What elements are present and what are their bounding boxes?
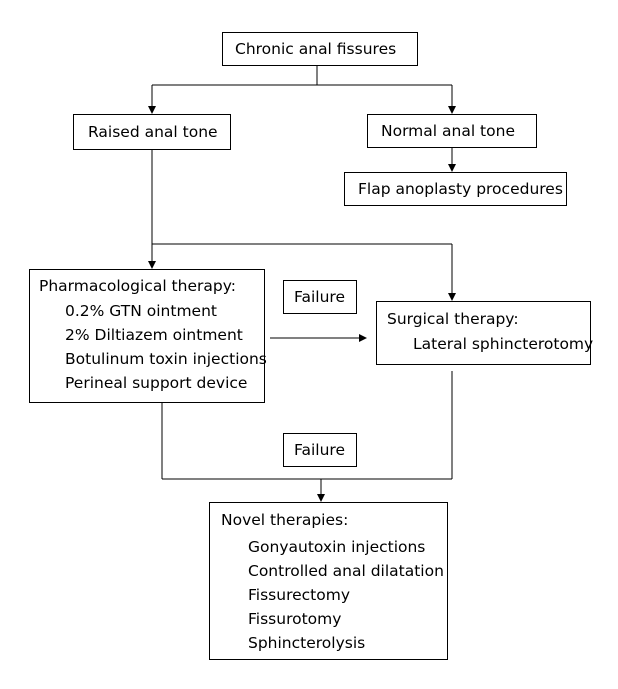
list-item: Sphincterolysis	[248, 634, 366, 652]
list-item: 0.2% GTN ointment	[65, 302, 217, 320]
node-label: Failure	[294, 288, 345, 306]
node-title: Surgical therapy:	[387, 310, 519, 328]
node-failure-1: Failure	[283, 280, 357, 314]
node-normal-anal-tone: Normal anal tone	[367, 114, 537, 148]
list-item: Gonyautoxin injections	[248, 538, 426, 556]
node-chronic-anal-fissures: Chronic anal fissures	[222, 32, 418, 66]
list-item: Perineal support device	[65, 374, 248, 392]
list-item: Botulinum toxin injections	[65, 350, 267, 368]
node-label: Chronic anal fissures	[235, 40, 397, 58]
list-item: Controlled anal dilatation	[248, 562, 444, 580]
node-failure-2: Failure	[283, 433, 357, 467]
node-raised-anal-tone: Raised anal tone	[73, 114, 231, 150]
node-novel-therapies: Novel therapies: Gonyautoxin injections …	[209, 502, 448, 660]
node-pharmacological-therapy: Pharmacological therapy: 0.2% GTN ointme…	[29, 269, 267, 403]
list-item: Fissurotomy	[248, 610, 342, 628]
node-flap-anoplasty: Flap anoplasty procedures	[344, 172, 567, 206]
list-item: 2% Diltiazem ointment	[65, 326, 243, 344]
node-title: Novel therapies:	[221, 511, 349, 529]
node-title: Pharmacological therapy:	[39, 277, 236, 295]
node-label: Failure	[294, 441, 345, 459]
node-label: Raised anal tone	[88, 123, 218, 141]
node-surgical-therapy: Surgical therapy: Lateral sphincterotomy	[376, 301, 594, 365]
list-item: Fissurectomy	[248, 586, 350, 604]
list-item: Lateral sphincterotomy	[413, 335, 594, 353]
node-label: Normal anal tone	[381, 122, 515, 140]
node-label: Flap anoplasty procedures	[358, 180, 563, 198]
